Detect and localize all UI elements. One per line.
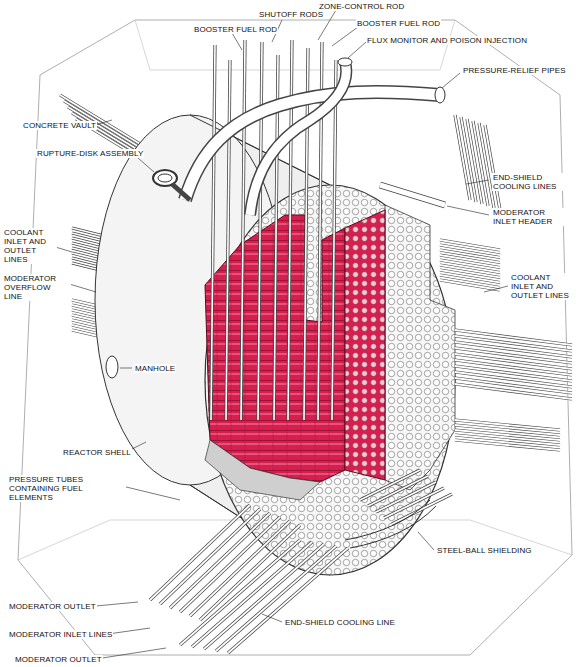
- part-label: MODERATOR INLET HEADER: [492, 208, 570, 226]
- part-label: PRESSURE TUBES CONTAINING FUEL ELEMENTS: [8, 475, 126, 502]
- part-label: ZONE-CONTROL ROD: [318, 2, 405, 11]
- part-label: SHUTOFF RODS: [258, 10, 324, 19]
- part-label: REACTOR SHELL: [62, 448, 132, 457]
- part-label: FLUX MONITOR AND POISON INJECTION: [366, 36, 528, 45]
- part-label: MODERATOR OVERFLOW LINE: [3, 274, 71, 301]
- part-label: COOLANT INLET AND OUTLET LINES: [510, 273, 574, 300]
- part-label: BOOSTER FUEL ROD: [193, 25, 278, 34]
- part-label: BOOSTER FUEL ROD: [356, 19, 441, 28]
- part-label: STEEL-BALL SHIELDING: [436, 546, 533, 555]
- part-label: MODERATOR OUTLET: [8, 602, 97, 611]
- part-label: MODERATOR OUTLET: [14, 655, 103, 664]
- part-label: MODERATOR INLET LINES: [8, 630, 113, 639]
- part-label: COOLANT INLET AND OUTLET LINES: [3, 228, 57, 264]
- part-label: PRESSURE-RELIEF PIPES: [462, 66, 567, 75]
- part-label: CONCRETE VAULT: [22, 121, 97, 130]
- part-label: END-SHIELD COOLING LINE: [284, 618, 396, 627]
- part-label: END-SHIELD COOLING LINES: [492, 173, 580, 191]
- part-label: MANHOLE: [134, 364, 176, 373]
- part-label: RUPTURE-DISK ASSEMBLY: [36, 149, 144, 158]
